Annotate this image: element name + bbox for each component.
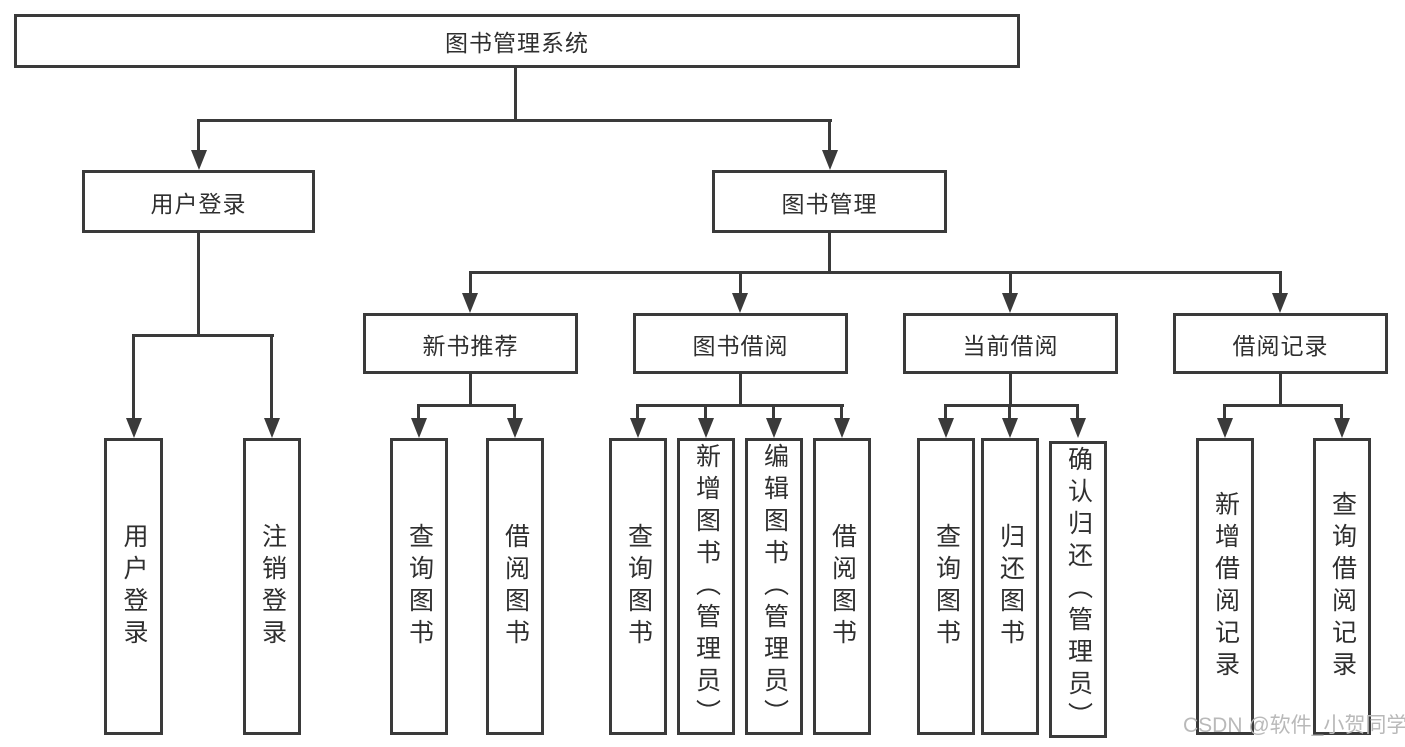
node-label: 借阅记录 xyxy=(1232,332,1329,359)
arrow-down-icon xyxy=(766,418,782,438)
arrow-down-icon xyxy=(462,293,478,313)
node-label: 图书借阅 xyxy=(692,332,789,359)
node-label: 确认归还（管理员） xyxy=(1064,445,1093,734)
connector-hline xyxy=(132,334,274,337)
node-label: 编辑图书（管理员） xyxy=(760,442,789,731)
arrow-down-icon xyxy=(1334,418,1350,438)
arrow-down-icon xyxy=(732,293,748,313)
connector-vline xyxy=(944,404,947,420)
node-new-book-recommend: 新书推荐 xyxy=(363,313,578,374)
arrow-down-icon xyxy=(1002,293,1018,313)
connector-vline xyxy=(828,231,831,273)
node-library-management-system: 图书管理系统 xyxy=(14,14,1020,68)
connector-vline xyxy=(1008,404,1011,420)
node-query-books-recommend: 查询图书 xyxy=(390,438,448,735)
arrow-down-icon xyxy=(938,418,954,438)
node-query-books-borrowing: 查询图书 xyxy=(609,438,667,735)
connector-vline xyxy=(132,334,135,419)
arrow-down-icon xyxy=(630,418,646,438)
connector-vline xyxy=(636,404,639,420)
node-return-books: 归还图书 xyxy=(981,438,1039,735)
node-label: 新增图书（管理员） xyxy=(692,442,721,731)
arrow-down-icon xyxy=(822,150,838,170)
node-query-books-current: 查询图书 xyxy=(917,438,975,735)
csdn-watermark: CSDN @软件_小贺同学 xyxy=(1183,714,1405,737)
node-label: 用户登录 xyxy=(150,190,247,217)
node-edit-books-admin: 编辑图书（管理员） xyxy=(745,438,803,735)
node-label: 图书管理 xyxy=(781,190,878,217)
connector-vline xyxy=(772,404,775,420)
node-label: 图书管理系统 xyxy=(445,30,589,56)
node-book-borrowing: 图书借阅 xyxy=(633,313,848,374)
connector-vline xyxy=(417,404,420,420)
arrow-down-icon xyxy=(411,418,427,438)
node-borrow-books: 借阅图书 xyxy=(813,438,871,735)
node-label: 查询图书 xyxy=(932,522,961,651)
node-add-books-admin: 新增图书（管理员） xyxy=(677,438,735,735)
connector-vline xyxy=(1076,404,1079,420)
connector-vline xyxy=(1009,271,1012,294)
node-label: 新书推荐 xyxy=(422,332,519,359)
node-book-management: 图书管理 xyxy=(712,170,947,233)
node-logout: 注销登录 xyxy=(243,438,301,735)
connector-vline xyxy=(197,119,200,151)
node-current-borrowing: 当前借阅 xyxy=(903,313,1118,374)
node-label: 新增借阅记录 xyxy=(1211,490,1240,683)
node-borrowing-records: 借阅记录 xyxy=(1173,313,1388,374)
connector-hline xyxy=(197,119,832,122)
connector-vline xyxy=(739,372,742,406)
connector-hline xyxy=(1223,404,1343,407)
node-confirm-return-admin: 确认归还（管理员） xyxy=(1049,441,1107,738)
connector-vline xyxy=(739,271,742,294)
node-label: 借阅图书 xyxy=(828,522,857,651)
arrow-down-icon xyxy=(1272,293,1288,313)
connector-vline xyxy=(197,231,200,336)
connector-vline xyxy=(1340,404,1343,420)
node-user-login-leaf: 用户登录 xyxy=(104,438,163,735)
node-label: 查询借阅记录 xyxy=(1328,490,1357,683)
arrow-down-icon xyxy=(264,418,280,438)
node-label: 注销登录 xyxy=(258,522,287,651)
arrow-down-icon xyxy=(507,418,523,438)
node-query-borrowing-record: 查询借阅记录 xyxy=(1313,438,1371,735)
node-label: 用户登录 xyxy=(120,522,148,651)
node-add-borrowing-record: 新增借阅记录 xyxy=(1196,438,1254,735)
connector-vline xyxy=(469,271,472,294)
node-label: 归还图书 xyxy=(996,522,1025,651)
arrow-down-icon xyxy=(698,418,714,438)
node-user-login: 用户登录 xyxy=(82,170,315,233)
connector-vline xyxy=(1279,271,1282,294)
node-label: 查询图书 xyxy=(405,522,434,651)
connector-vline xyxy=(828,119,831,151)
connector-vline xyxy=(1279,372,1282,406)
node-label: 查询图书 xyxy=(624,522,653,651)
arrow-down-icon xyxy=(191,150,207,170)
connector-vline xyxy=(840,404,843,420)
connector-vline xyxy=(469,372,472,406)
arrow-down-icon xyxy=(1217,418,1233,438)
arrow-down-icon xyxy=(834,418,850,438)
connector-hline xyxy=(944,404,1079,407)
connector-vline xyxy=(270,334,273,419)
connector-vline xyxy=(1009,372,1012,406)
connector-vline xyxy=(513,404,516,420)
node-label: 借阅图书 xyxy=(501,522,530,651)
connector-hline xyxy=(636,404,844,407)
arrow-down-icon xyxy=(1070,418,1086,438)
connector-vline xyxy=(514,66,517,121)
node-borrow-books-recommend: 借阅图书 xyxy=(486,438,544,735)
connector-hline xyxy=(469,271,1282,274)
arrow-down-icon xyxy=(1002,418,1018,438)
node-label: 当前借阅 xyxy=(962,332,1059,359)
arrow-down-icon xyxy=(126,418,142,438)
connector-vline xyxy=(1223,404,1226,420)
connector-hline xyxy=(417,404,516,407)
connector-vline xyxy=(704,404,707,420)
